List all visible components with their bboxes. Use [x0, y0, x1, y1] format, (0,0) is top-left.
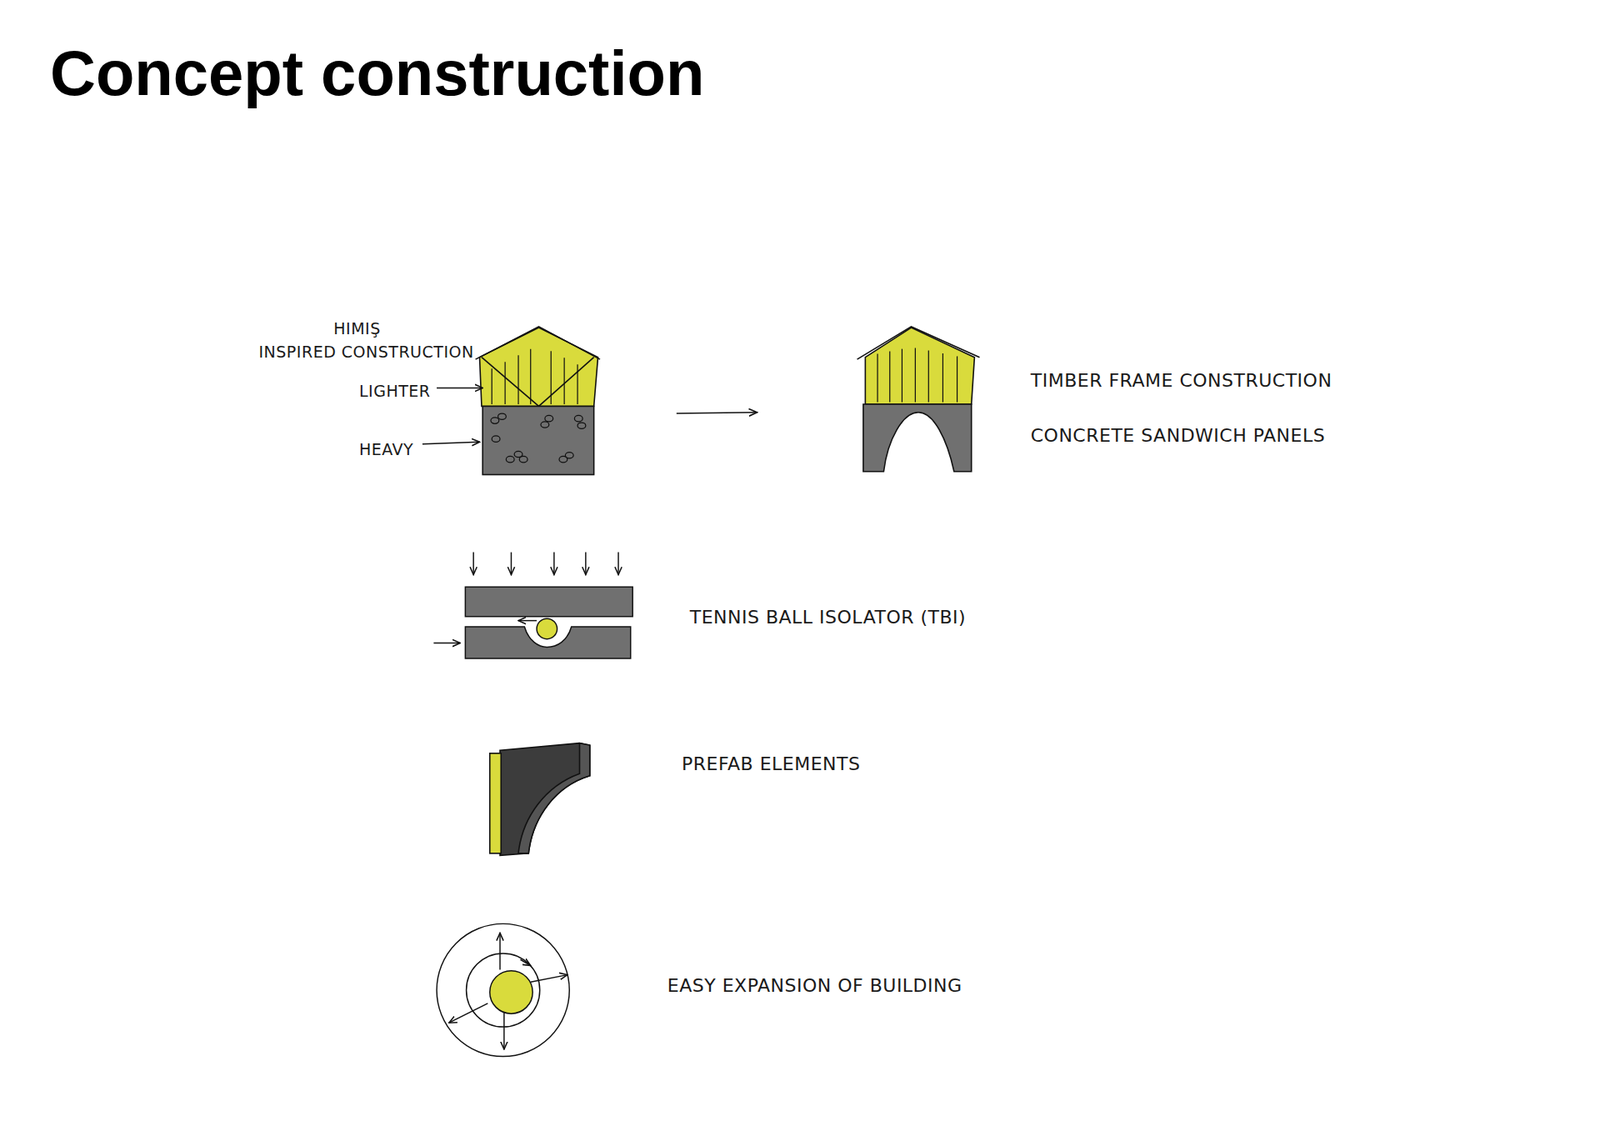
expansion-sketch: [436, 923, 570, 1056]
leader-arrow: [422, 441, 480, 444]
prefab-element-sketch: [490, 743, 590, 856]
leader-arrow: [436, 387, 483, 389]
sketch-label: CONCRETE SANDWICH PANELS: [1030, 424, 1325, 445]
sketch-label: TENNIS BALL ISOLATOR (TBI): [690, 605, 966, 627]
transition-arrow: [676, 412, 758, 414]
sketch-label: EASY EXPANSION OF BUILDING: [667, 974, 963, 995]
sketch-label: HEAVY: [359, 440, 414, 459]
sketch-label: TIMBER FRAME CONSTRUCTION: [1030, 369, 1333, 390]
tennis-ball-isolator-sketch: [433, 552, 633, 659]
sketch-label: LIGHTER: [359, 381, 431, 400]
page-title: Concept construction: [50, 36, 705, 110]
sketch-label: HIMIŞ: [333, 319, 380, 338]
sketch-label: INSPIRED CONSTRUCTION: [258, 342, 474, 361]
timber-concrete-house-sketch: [857, 326, 980, 472]
himis-house-sketch: [475, 326, 600, 475]
sketch-label: PREFAB ELEMENTS: [681, 752, 861, 774]
